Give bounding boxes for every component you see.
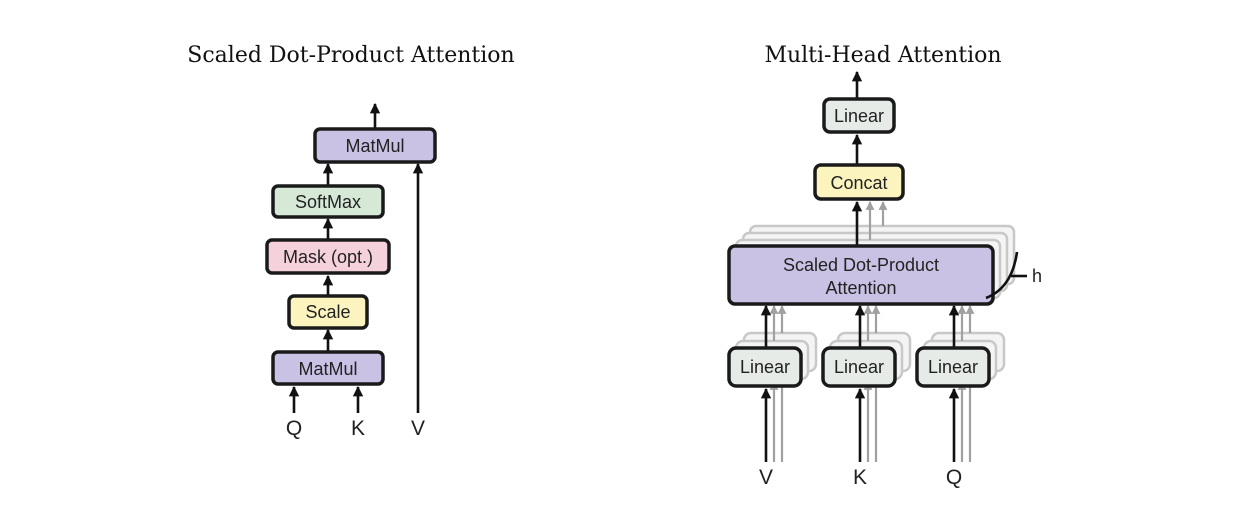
- matmul-top-box: [313, 127, 437, 164]
- mask-label: Mask (opt.): [283, 247, 373, 267]
- concat-label: Concat: [830, 173, 887, 193]
- heads-bracket: [985, 251, 1019, 300]
- scale-label: Scale: [305, 302, 350, 322]
- linear-out-label: Linear: [834, 106, 884, 126]
- linear-q-label: Linear: [928, 357, 978, 377]
- linear-q-box: [915, 346, 991, 388]
- right-title: Multi-Head Attention: [764, 43, 1001, 68]
- linear-v-box: [727, 346, 803, 388]
- input-v-label: V: [411, 417, 425, 440]
- left-title: Scaled Dot-Product Attention: [187, 43, 514, 68]
- sdpa-diagram: Scaled Dot-Product Attention MatMul Soft…: [187, 43, 514, 440]
- mha-input-q-label: Q: [946, 466, 962, 489]
- softmax-box: [271, 184, 385, 219]
- matmul-top-label: MatMul: [345, 136, 404, 156]
- input-k-label: K: [351, 417, 365, 440]
- input-q-label: Q: [286, 417, 302, 440]
- softmax-label: SoftMax: [295, 192, 361, 212]
- mha-diagram: Multi-Head Attention Concat Linear: [727, 43, 1042, 489]
- mha-input-v-label: V: [759, 466, 773, 489]
- mha-input-k-label: K: [853, 466, 867, 489]
- matmul-bottom-box: [271, 350, 385, 386]
- matmul-bottom-label: MatMul: [298, 359, 357, 379]
- linear-k-box: [821, 346, 897, 388]
- sdpa-label-line1: Scaled Dot-Product: [783, 255, 939, 275]
- linear-out-box: [822, 97, 896, 134]
- linear-k-label: Linear: [834, 357, 884, 377]
- sdpa-label-line2: Attention: [825, 278, 896, 298]
- linear-v-label: Linear: [740, 357, 790, 377]
- scale-box: [287, 294, 369, 330]
- concat-box: [813, 163, 905, 201]
- heads-label: h: [1032, 266, 1042, 286]
- mask-box: [265, 238, 391, 275]
- sdpa-box: [727, 244, 995, 306]
